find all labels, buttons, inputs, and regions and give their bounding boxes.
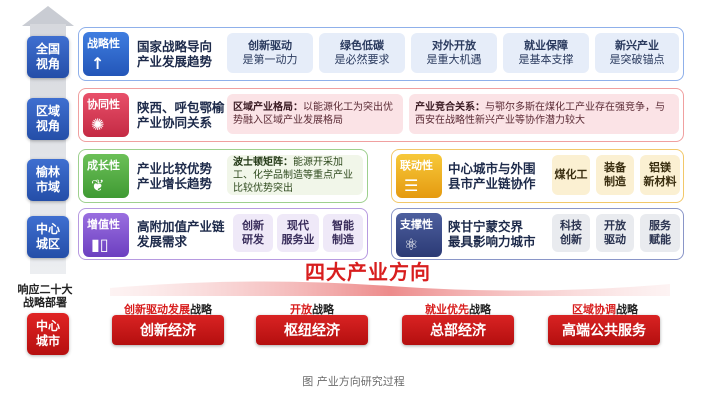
badge-label: 支撑性 bbox=[400, 218, 433, 231]
figure-caption: 图 产业方向研究过程 bbox=[302, 375, 405, 388]
row-title: 中心城市与外围 县市产业链协作 bbox=[448, 161, 536, 191]
leaf-icon: ❦ bbox=[91, 176, 105, 195]
regional-compete: 产业竞合关系：与鄂尔多斯在煤化工产业存在强竞争，与西安在战略性新兴产业等协作潜力… bbox=[409, 94, 679, 134]
item-green: 绿色低碳 是必然要求 bbox=[319, 33, 405, 73]
strategy-suffix: 战略 bbox=[616, 303, 638, 316]
row-regional: 协同性 ✺ 陕西、呼包鄂榆 产业协同关系 区域产业格局：以能源化工为突出优势融入… bbox=[78, 88, 684, 142]
level-yulin-city: 榆林 市域 bbox=[27, 159, 69, 201]
badge-linkage: 联动性 ☰ bbox=[396, 154, 442, 198]
item-main: 对外开放 bbox=[432, 39, 476, 52]
item-open-drive: 开放 驱动 bbox=[596, 214, 634, 252]
item-sub: 是基本支撑 bbox=[518, 53, 574, 66]
row-linkage: 联动性 ☰ 中心城市与外围 县市产业链协作 煤化工 装备 制造 铝镁 新材料 bbox=[391, 149, 684, 203]
regional-compete-text: 产业竞合关系：与鄂尔多斯在煤化工产业存在强竞争，与西安在战略性新兴产业等协作潜力… bbox=[415, 101, 673, 127]
up-arrow-head bbox=[22, 6, 74, 26]
item-modern-service: 现代 服务业 bbox=[277, 214, 319, 252]
arrow-up-icon: ↑ bbox=[91, 54, 105, 73]
badge-growth: 成长性 ❦ bbox=[83, 154, 129, 198]
item-smart-manufacturing: 智能 制造 bbox=[323, 214, 363, 252]
regional-pattern: 区域产业格局：以能源化工为突出优势融入区域产业发展格局 bbox=[227, 94, 403, 134]
level-regional: 区域 视角 bbox=[27, 98, 69, 140]
row-title: 陕甘宁蒙交界 最具影响力城市 bbox=[448, 219, 536, 249]
compete-label: 产业竞合关系： bbox=[415, 102, 485, 113]
center-city-box: 中心 城市 bbox=[27, 313, 69, 355]
strategy-regional: 区域协调战略 bbox=[540, 301, 670, 317]
item-sub: 是必然要求 bbox=[334, 53, 390, 66]
econ-innovation: 创新经济 bbox=[112, 315, 224, 345]
pattern-text: 以能源化工为突出优势融入区域产业发展格局 bbox=[233, 102, 393, 126]
boston-matrix-text: 波士顿矩阵：能源开采加工、化学品制造等重点产业比较优势突出 bbox=[233, 156, 357, 195]
econ-public-service: 高端公共服务 bbox=[548, 315, 660, 345]
badge-synergy: 协同性 ✺ bbox=[83, 93, 129, 137]
strategy-highlight: 创新驱动发展 bbox=[124, 303, 190, 316]
badge-support: 支撑性 ⚛ bbox=[396, 213, 442, 257]
pattern-label: 区域产业格局： bbox=[233, 102, 303, 113]
strategy-highlight: 区域协调 bbox=[572, 303, 616, 316]
response-label: 响应二十大 战略部署 bbox=[17, 283, 73, 309]
item-employment: 就业保障 是基本支撑 bbox=[503, 33, 589, 73]
item-opening: 对外开放 是重大机遇 bbox=[411, 33, 497, 73]
badge-label: 增值性 bbox=[87, 218, 120, 231]
badge-label: 战略性 bbox=[87, 37, 120, 50]
item-emerging: 新兴产业 是突破锚点 bbox=[595, 33, 679, 73]
strategy-innovation: 创新驱动发展战略 bbox=[103, 301, 233, 317]
row-title: 产业比较优势 产业增长趋势 bbox=[137, 161, 213, 191]
item-rnd: 创新 研发 bbox=[233, 214, 273, 252]
econ-hub: 枢纽经济 bbox=[256, 315, 368, 345]
row-title: 国家战略导向 产业发展趋势 bbox=[137, 39, 213, 69]
badge-label: 联动性 bbox=[400, 159, 433, 172]
boston-matrix: 波士顿矩阵：能源开采加工、化学品制造等重点产业比较优势突出 bbox=[227, 155, 363, 195]
matrix-label: 波士顿矩阵： bbox=[233, 156, 293, 168]
red-wave-decoration bbox=[110, 281, 670, 296]
row-growth: 成长性 ❦ 产业比较优势 产业增长趋势 波士顿矩阵：能源开采加工、化学品制造等重… bbox=[78, 149, 368, 203]
strategy-opening: 开放战略 bbox=[247, 301, 377, 317]
item-main: 绿色低碳 bbox=[340, 39, 384, 52]
layers-icon: ☰ bbox=[404, 176, 419, 195]
row-title: 陕西、呼包鄂榆 产业协同关系 bbox=[137, 100, 225, 130]
chart-bars-icon: ▮▯ bbox=[91, 235, 109, 254]
item-main: 就业保障 bbox=[524, 39, 568, 52]
item-service-enable: 服务 赋能 bbox=[640, 214, 680, 252]
row-national: 战略性 ↑ 国家战略导向 产业发展趋势 创新驱动 是第一动力 绿色低碳 是必然要… bbox=[78, 27, 684, 81]
strategy-highlight: 开放 bbox=[290, 303, 312, 316]
row-value-added: 增值性 ▮▯ 高附加值产业链 发展需求 创新 研发 现代 服务业 智能 制造 bbox=[78, 208, 368, 260]
item-main: 创新驱动 bbox=[248, 39, 292, 52]
compete-text: 与鄂尔多斯在煤化工产业存在强竞争，与西安在战略性新兴产业等协作潜力较大 bbox=[415, 102, 665, 126]
network-icon: ✺ bbox=[91, 115, 105, 134]
regional-pattern-text: 区域产业格局：以能源化工为突出优势融入区域产业发展格局 bbox=[233, 101, 397, 127]
item-main: 新兴产业 bbox=[615, 39, 659, 52]
item-aluminum: 铝镁 新材料 bbox=[640, 155, 680, 195]
badge-label: 协同性 bbox=[87, 98, 120, 111]
strategy-suffix: 战略 bbox=[469, 303, 491, 316]
level-national: 全国 视角 bbox=[27, 36, 69, 78]
item-sub: 是突破锚点 bbox=[609, 53, 665, 66]
badge-label: 成长性 bbox=[87, 159, 120, 172]
item-coal-chemical: 煤化工 bbox=[552, 155, 590, 195]
row-support: 支撑性 ⚛ 陕甘宁蒙交界 最具影响力城市 科技 创新 开放 驱动 服务 赋能 bbox=[391, 208, 684, 260]
strategy-suffix: 战略 bbox=[190, 303, 212, 316]
item-tech-innovation: 科技 创新 bbox=[552, 214, 590, 252]
badge-value-added: 增值性 ▮▯ bbox=[83, 213, 129, 257]
strategy-highlight: 就业优先 bbox=[425, 303, 469, 316]
badge-strategic: 战略性 ↑ bbox=[83, 32, 129, 76]
level-center-district: 中心 城区 bbox=[27, 216, 69, 258]
item-sub: 是第一动力 bbox=[242, 53, 298, 66]
atom-icon: ⚛ bbox=[404, 235, 419, 254]
econ-headquarters: 总部经济 bbox=[402, 315, 514, 345]
strategy-suffix: 战略 bbox=[312, 303, 334, 316]
matrix-text: 能源开采加工、化学品制造等重点产业比较优势突出 bbox=[233, 156, 353, 194]
item-sub: 是重大机遇 bbox=[426, 53, 482, 66]
row-title: 高附加值产业链 发展需求 bbox=[137, 219, 225, 249]
four-directions-title: 四大产业方向 bbox=[305, 260, 431, 284]
strategy-employment: 就业优先战略 bbox=[393, 301, 523, 317]
item-equipment: 装备 制造 bbox=[596, 155, 634, 195]
item-innovation: 创新驱动 是第一动力 bbox=[227, 33, 313, 73]
